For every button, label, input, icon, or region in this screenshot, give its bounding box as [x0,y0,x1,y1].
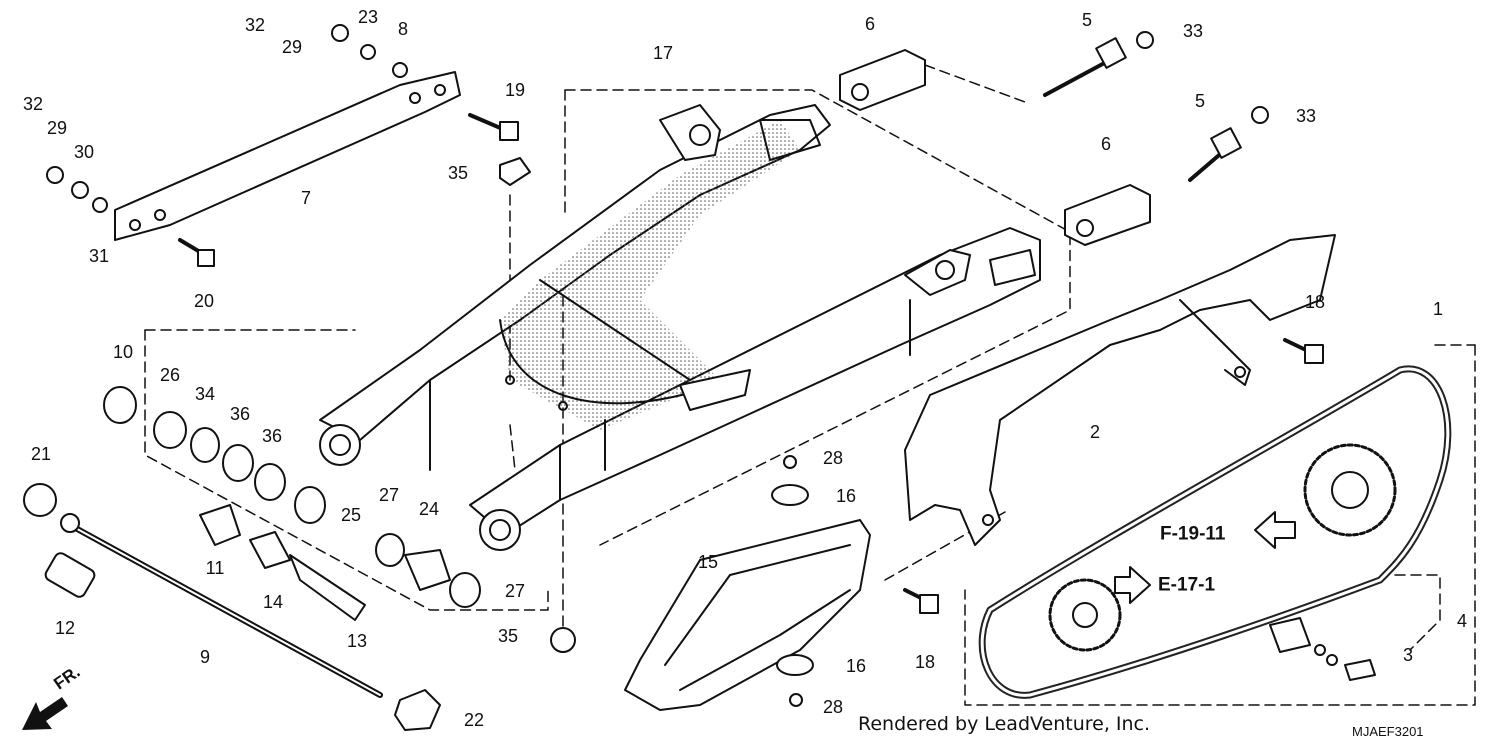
callout-2: 2 [1089,422,1101,442]
diagram-code: MJAEF3201 [1352,724,1424,739]
callout-25: 25 [340,505,362,525]
callout-27a: 27 [378,485,400,505]
callout-36b: 36 [261,426,283,446]
misc-fasteners [46,24,1376,707]
callout-35a: 35 [447,163,469,183]
swingarm [319,104,1041,551]
callout-6b: 6 [1100,134,1112,154]
callout-21: 21 [30,444,52,464]
render-credit: Rendered by LeadVenture, Inc. [858,713,1151,735]
callout-33a: 33 [1182,21,1204,41]
callout-6a: 6 [864,14,876,34]
callout-18b: 18 [914,652,936,672]
callout-5b: 5 [1194,91,1206,111]
callout-15: 15 [697,552,719,572]
front-direction-arrow [22,697,68,730]
callout-4: 4 [1456,611,1468,631]
callout-27b: 27 [504,581,526,601]
callout-36a: 36 [229,404,251,424]
callout-31: 31 [88,246,110,266]
callout-34: 34 [194,384,216,404]
reference-f-19-11: F-19-11 [1160,523,1226,545]
adjuster-bolts [1043,31,1269,182]
callout-24: 24 [418,499,440,519]
reference-e-17-1: E-17-1 [1158,574,1216,596]
callout-3: 3 [1402,645,1414,665]
callout-20: 20 [193,291,215,311]
bearings-and-collars [103,157,576,653]
callout-14: 14 [262,592,284,612]
callout-29b: 29 [46,118,68,138]
drive-chain [978,365,1452,699]
callout-18a: 18 [1304,292,1326,312]
callout-11: 11 [205,558,225,578]
callout-1: 1 [1432,299,1444,319]
torque-link [114,71,461,241]
reference-arrows [1114,511,1296,604]
callout-32b: 32 [22,94,44,114]
callout-23: 23 [357,7,379,27]
callout-13: 13 [346,631,368,651]
callout-9: 9 [199,647,211,667]
callout-12: 12 [54,618,76,638]
callout-16b: 16 [845,656,867,676]
callout-19: 19 [504,80,526,100]
callout-33b: 33 [1295,106,1317,126]
callout-7: 7 [300,188,312,208]
callout-8: 8 [397,19,409,39]
callout-28a: 28 [822,448,844,468]
callout-32a: 32 [244,15,266,35]
callout-10: 10 [112,342,134,362]
chain-adjusters [839,49,1151,246]
callout-22: 22 [463,710,485,730]
callout-16a: 16 [835,486,857,506]
chain-case [904,234,1336,546]
callout-26: 26 [159,365,181,385]
callout-29a: 29 [281,37,303,57]
callout-28b: 28 [822,697,844,717]
callout-5a: 5 [1081,10,1093,30]
chain-slider [624,519,871,711]
callout-30: 30 [73,142,95,162]
callout-35b: 35 [497,626,519,646]
callout-17: 17 [652,43,674,63]
pivot-shaft [23,483,441,731]
